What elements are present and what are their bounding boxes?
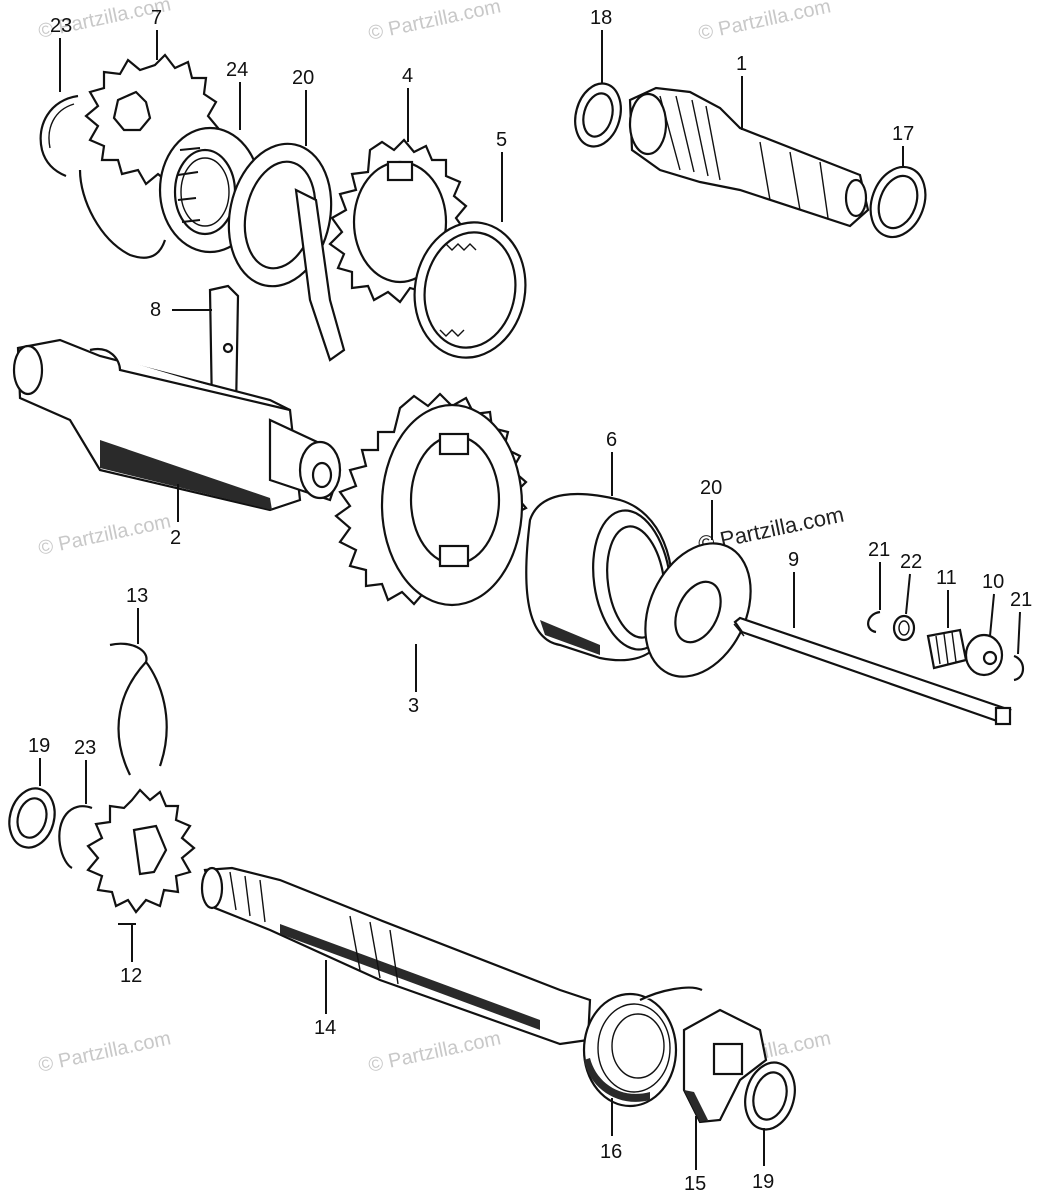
spring-11 (926, 628, 968, 670)
shaft-1 (628, 86, 870, 228)
watermark: © Partzilla.com (696, 0, 832, 45)
callout-10: 10 (982, 571, 1004, 593)
shaft-2 (12, 338, 342, 512)
callout-21: 21 (1010, 589, 1032, 611)
callout-8: 8 (150, 299, 161, 321)
washer-19-left (8, 787, 56, 849)
callout-2: 2 (170, 527, 181, 549)
callout-19: 19 (752, 1171, 774, 1193)
gear-3 (334, 392, 528, 607)
callout-23: 23 (50, 15, 72, 37)
callout-17: 17 (892, 123, 914, 145)
callout-24: 24 (226, 59, 248, 81)
callout-9: 9 (788, 549, 799, 571)
callout-19: 19 (28, 735, 50, 757)
spring-16 (582, 986, 703, 1108)
washer-20-middle (644, 542, 752, 678)
watermark: © Partzilla.com (36, 510, 172, 560)
watermark: © Partzilla.com (366, 1027, 502, 1077)
watermark: © Partzilla.com (36, 1027, 172, 1077)
shaft-14 (200, 866, 592, 1046)
callout-22: 22 (900, 551, 922, 573)
leader-lines (39, 30, 1021, 1170)
callout-3: 3 (408, 695, 419, 717)
callout-16: 16 (600, 1141, 622, 1163)
callout-1: 1 (736, 53, 747, 75)
callout-20: 20 (700, 477, 722, 499)
callout-15: 15 (684, 1173, 706, 1195)
spring-clip-13 (109, 642, 168, 776)
callout-7: 7 (151, 7, 162, 29)
washer-18 (574, 82, 622, 148)
washer-19-bottom (744, 1061, 796, 1131)
callout-23: 23 (74, 737, 96, 759)
watermark: © Partzilla.com (366, 0, 502, 45)
bushing-5 (413, 221, 527, 359)
callout-11: 11 (936, 567, 957, 589)
callout-12: 12 (120, 965, 142, 987)
circlip-21-right (1013, 654, 1025, 682)
callout-18: 18 (590, 7, 612, 29)
washer-22 (892, 614, 916, 642)
washer-17 (869, 165, 927, 239)
callout-14: 14 (314, 1017, 336, 1039)
circlip-23-lower (58, 805, 93, 869)
gear-12 (86, 788, 196, 925)
callout-6: 6 (606, 429, 617, 451)
callout-21: 21 (868, 539, 890, 561)
callout-13: 13 (126, 585, 148, 607)
callout-labels: 23 7 24 20 4 5 18 1 17 8 2 3 6 20 9 21 2… (28, 7, 1032, 1195)
callout-20: 20 (292, 67, 314, 89)
circlip-23-top (39, 94, 79, 178)
circlip-21-left (867, 610, 881, 634)
ratchet-15 (682, 1008, 768, 1124)
callout-5: 5 (496, 129, 507, 151)
rod-9 (733, 616, 1012, 726)
callout-4: 4 (402, 65, 413, 87)
small-parts-right (867, 610, 1025, 682)
